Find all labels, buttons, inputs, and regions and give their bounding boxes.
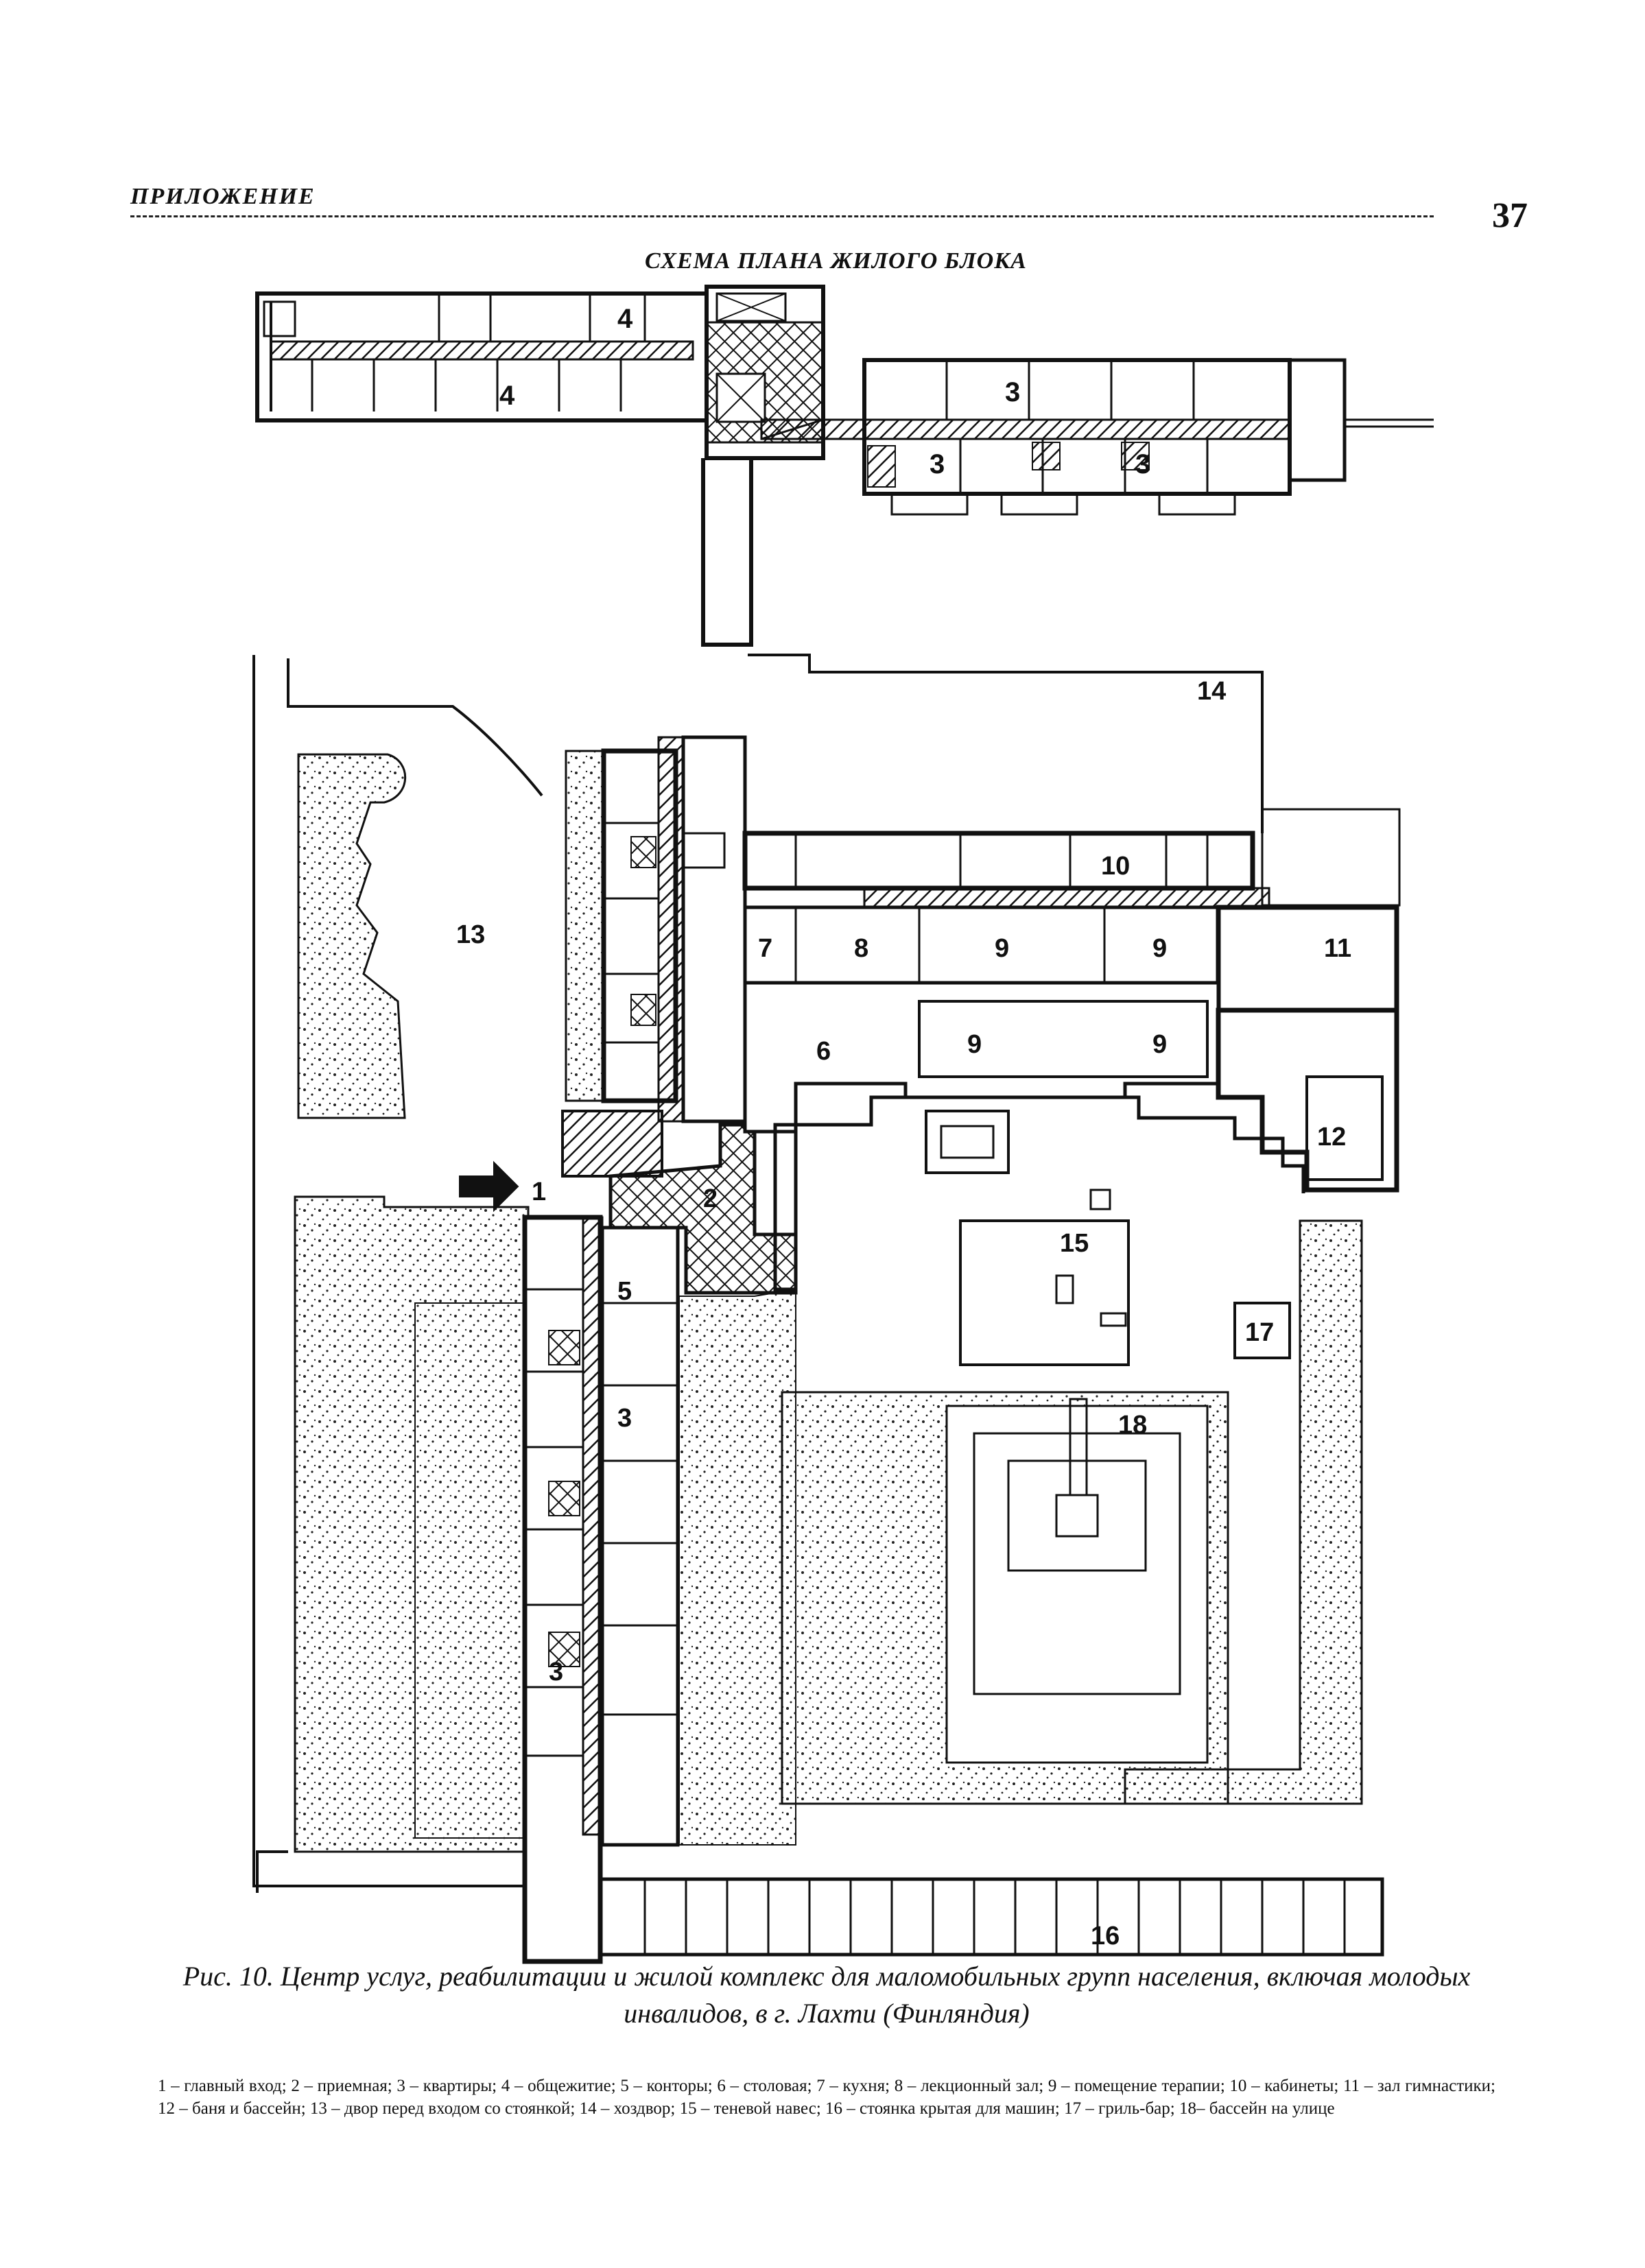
site-label-16: 16: [1091, 1922, 1120, 1950]
site-label-12: 12: [1317, 1123, 1346, 1151]
figure-caption-title: Рис. 10. Центр услуг, реабилитации и жил…: [182, 1961, 1471, 2029]
page-number: 37: [1492, 196, 1528, 235]
scheme-label-3b: 3: [930, 449, 945, 479]
header-rule: [130, 215, 1434, 217]
scheme-label-4a: 4: [617, 304, 633, 334]
site-label-8: 8: [854, 934, 868, 963]
site-label-15: 15: [1060, 1229, 1089, 1258]
residential-block-scheme: [255, 285, 1434, 647]
site-plan: [252, 654, 1401, 1964]
site-label-5: 5: [617, 1277, 632, 1306]
site-label-3b: 3: [549, 1658, 563, 1686]
site-label-11: 11: [1324, 934, 1351, 963]
scheme-label-3c: 3: [1135, 449, 1150, 479]
scheme-room-numbers: 4 4 3 3 3: [499, 304, 1150, 479]
figure-legend: 1 – главный вход; 2 – приемная; 3 – квар…: [158, 2077, 1495, 2118]
site-room-numbers: 1 2 3 3 5 6 7 8 9 9 9 9 10 11 12 13 14 1…: [456, 677, 1351, 1950]
site-label-10: 10: [1101, 852, 1130, 881]
scheme-title: СХЕМА ПЛАНА ЖИЛОГО БЛОКА: [645, 248, 1027, 274]
section-label: ПРИЛОЖЕНИЕ: [130, 184, 316, 209]
site-label-2: 2: [703, 1184, 718, 1213]
site-label-9a: 9: [995, 934, 1009, 963]
site-label-9c: 9: [967, 1030, 982, 1059]
site-label-9d: 9: [1152, 1030, 1167, 1059]
site-label-14: 14: [1197, 677, 1226, 706]
site-label-3a: 3: [617, 1404, 632, 1433]
scheme-label-3a: 3: [1005, 377, 1020, 407]
scheme-label-4b: 4: [499, 381, 515, 411]
site-label-1: 1: [532, 1178, 546, 1206]
site-label-6: 6: [816, 1037, 831, 1066]
site-label-7: 7: [758, 934, 772, 963]
site-label-13: 13: [456, 920, 485, 949]
entrance-arrow-icon: [459, 1160, 519, 1213]
site-label-17: 17: [1245, 1318, 1274, 1347]
site-label-9b: 9: [1152, 934, 1167, 963]
site-label-18: 18: [1118, 1411, 1147, 1440]
